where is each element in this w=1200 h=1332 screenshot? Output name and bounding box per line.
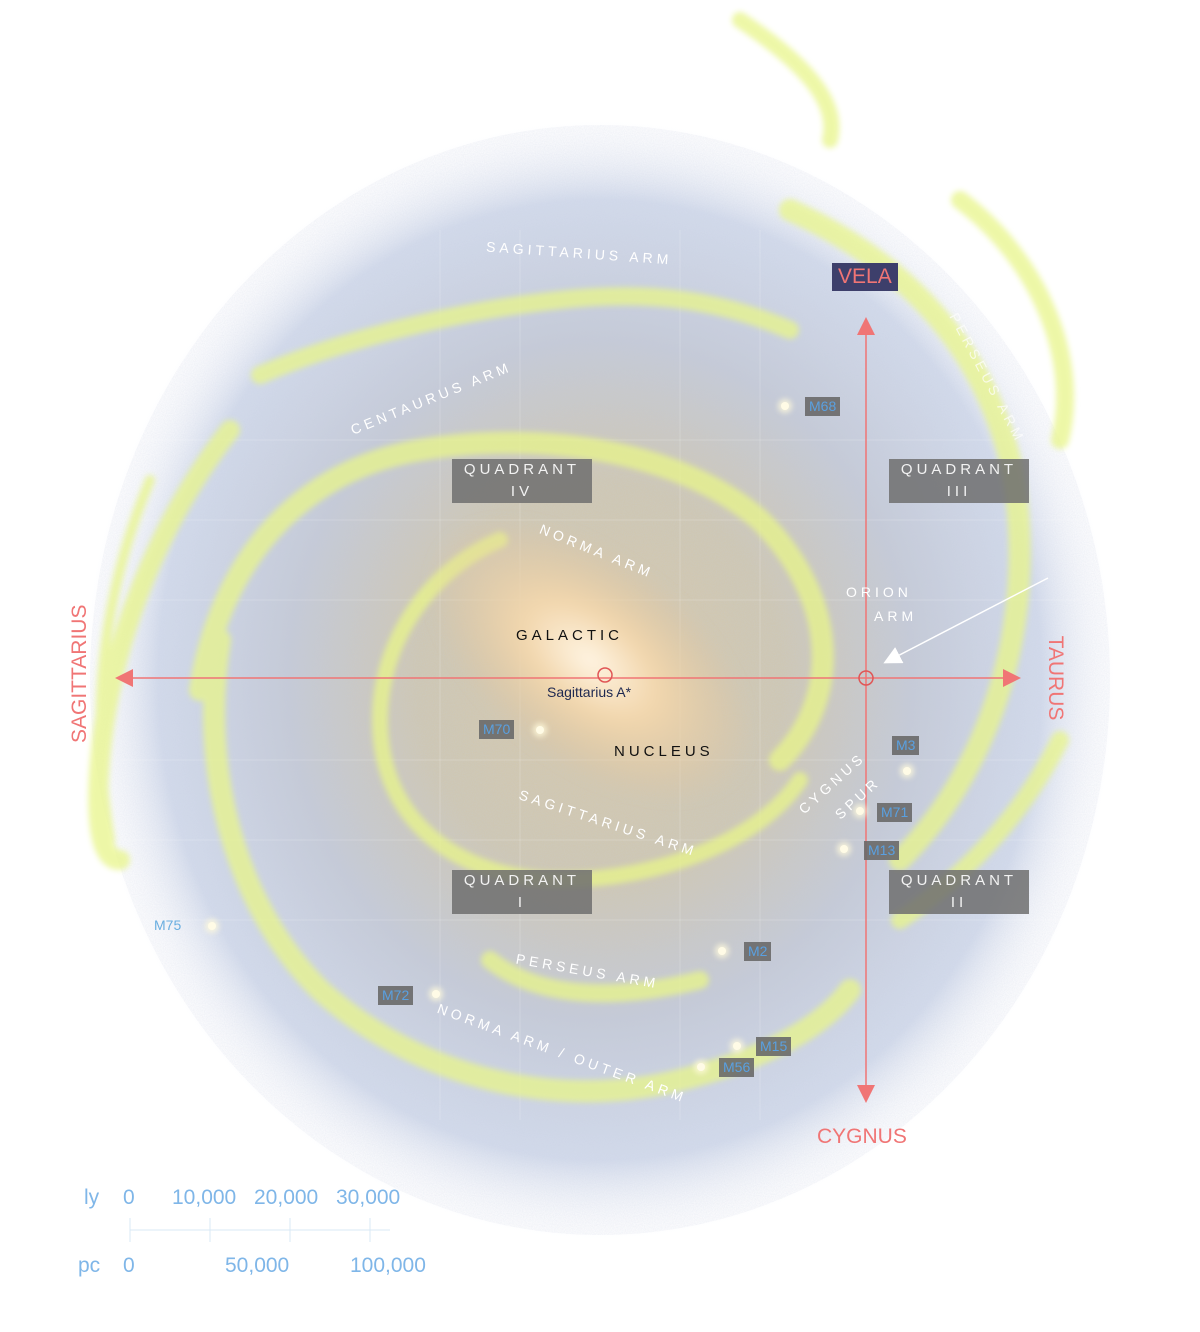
- arm-perseus-lower: [481, 951, 709, 1003]
- quadrant-iv-line1: QUADRANT: [463, 461, 581, 478]
- quadrant-i: QUADRANT I: [452, 870, 592, 914]
- scale-pc-tick-2: 100,000: [350, 1254, 426, 1277]
- star-m68: [781, 402, 789, 410]
- arm-outer-top: [732, 12, 840, 148]
- quadrant-i-line1: QUADRANT: [463, 872, 581, 889]
- arm-label-orion-line2: ARM: [874, 608, 918, 624]
- arm-left-outer: [88, 420, 240, 870]
- direction-sagittarius: SAGITTARIUS: [68, 604, 91, 743]
- nucleus-label-line1: GALACTIC: [516, 627, 624, 644]
- sagittarius-a-marker: [597, 667, 613, 683]
- quadrant-iv-line2: IV: [510, 483, 534, 500]
- quadrant-iii-line2: III: [946, 483, 972, 500]
- star-m56: [697, 1063, 705, 1071]
- scale-ly-tick-3: 30,000: [336, 1186, 401, 1209]
- cluster-m13: M13: [864, 841, 900, 860]
- scale-ly-unit: ly: [84, 1186, 100, 1209]
- cluster-m56: M56: [719, 1058, 755, 1077]
- scale-bar: [129, 1218, 390, 1242]
- arm-centaurus: [251, 287, 799, 384]
- star-m72: [432, 990, 440, 998]
- quadrant-ii-line1: QUADRANT: [900, 872, 1018, 889]
- quadrant-iii-line1: QUADRANT: [900, 461, 1018, 478]
- scale-ly-tick-2: 20,000: [254, 1186, 319, 1209]
- star-m75: [208, 922, 216, 930]
- quadrant-ii: QUADRANT II: [889, 870, 1029, 914]
- arm-right-outer: [951, 191, 1075, 449]
- sagittarius-a-label: Sagittarius A*: [547, 684, 632, 700]
- cluster-m71: M71: [877, 803, 913, 822]
- orion-pointer: [883, 577, 1049, 664]
- direction-cygnus: CYGNUS: [817, 1125, 907, 1148]
- star-m71: [856, 807, 864, 815]
- cluster-m70: M70: [479, 720, 515, 739]
- star-m13: [840, 845, 848, 853]
- galactic-bulge: [426, 516, 754, 804]
- scale-pc-tick-1: 50,000: [225, 1254, 290, 1277]
- direction-vela: VELA: [832, 263, 898, 291]
- arm-norma-ring: [189, 431, 834, 771]
- cluster-m72: M72: [378, 986, 414, 1005]
- quadrant-i-line2: I: [517, 894, 527, 911]
- scale-ly-tick-0: 0: [123, 1186, 135, 1209]
- star-m3: [903, 767, 911, 775]
- scale-ly-tick-1: 10,000: [172, 1186, 237, 1209]
- nucleus-label-line2: NUCLEUS: [614, 743, 714, 760]
- cluster-m15: M15: [756, 1037, 792, 1056]
- cluster-m68: M68: [805, 397, 841, 416]
- direction-taurus: TAURUS: [1044, 635, 1067, 721]
- star-m2: [718, 947, 726, 955]
- scale-pc-unit: pc: [78, 1254, 101, 1277]
- cluster-m2: M2: [744, 942, 772, 961]
- arm-label-orion-line1: ORION: [846, 584, 912, 600]
- star-m70: [536, 726, 544, 734]
- quadrant-iii: QUADRANT III: [889, 459, 1029, 503]
- star-m15: [733, 1042, 741, 1050]
- cluster-m75: M75: [154, 917, 182, 933]
- sun-marker: [858, 670, 874, 686]
- quadrant-ii-line2: II: [950, 894, 968, 911]
- axes: [115, 317, 1021, 1103]
- scale-pc-tick-0: 0: [123, 1254, 135, 1277]
- cluster-m3: M3: [892, 736, 920, 755]
- arm-inner-ring: [371, 532, 808, 889]
- quadrant-iv: QUADRANT IV: [452, 459, 592, 503]
- arm-far-left: [95, 475, 155, 845]
